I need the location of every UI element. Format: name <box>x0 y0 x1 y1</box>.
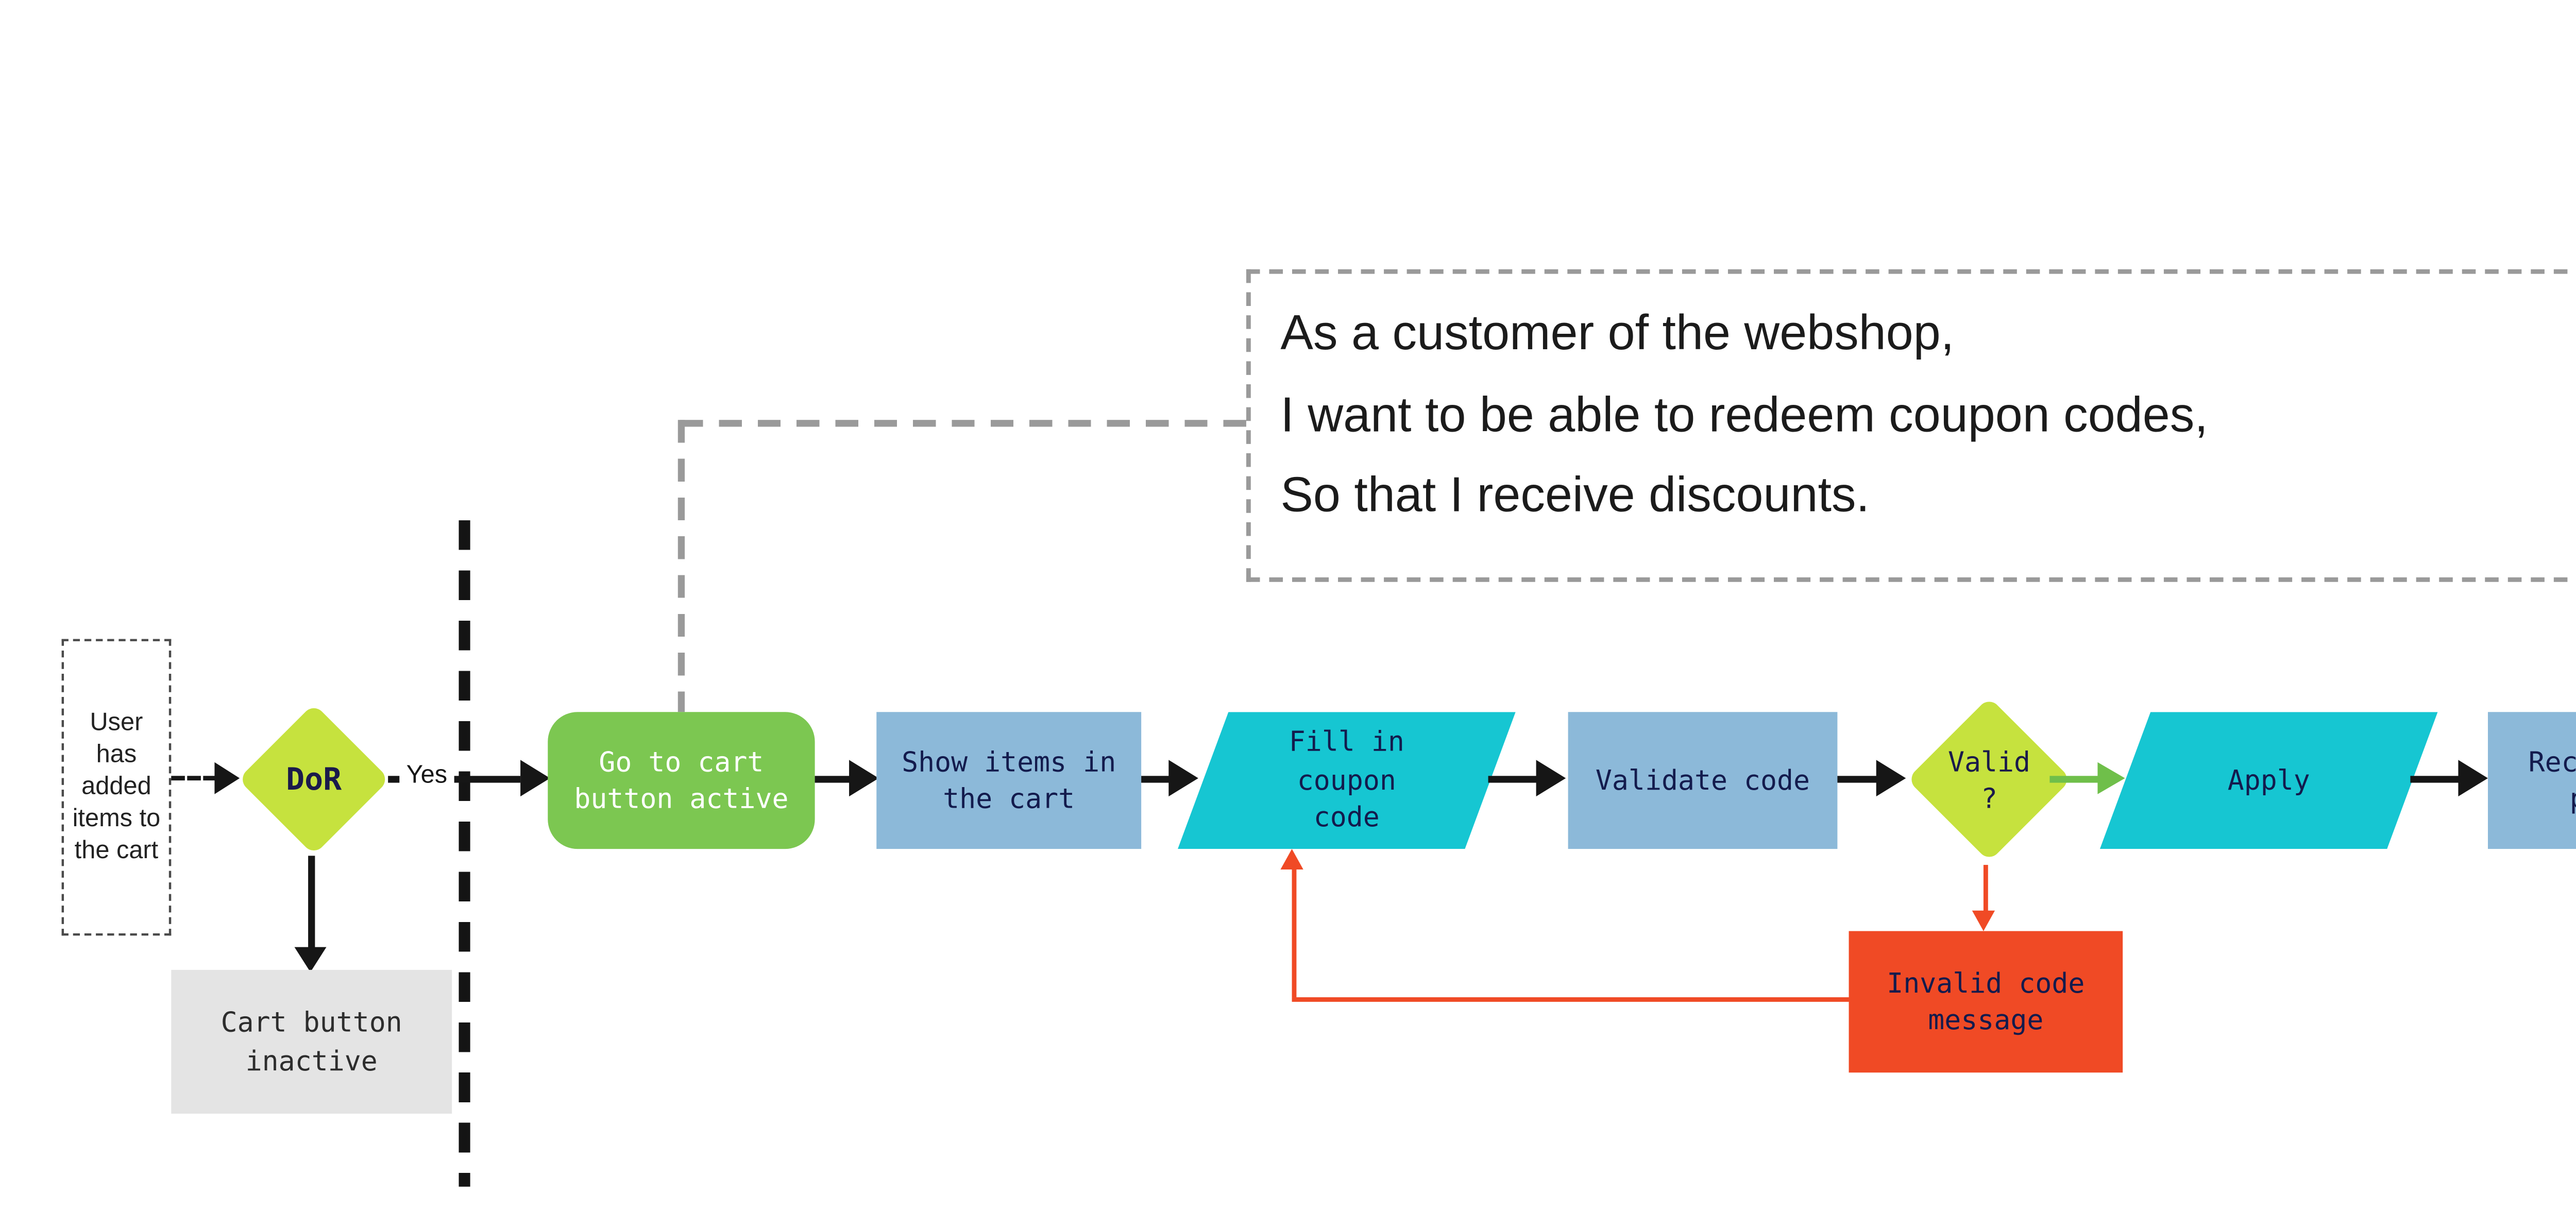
arrow-valid-no-line <box>1983 865 1988 913</box>
node-go-to-cart-button-active: Go to cart button active <box>548 712 815 849</box>
arrow-show-to-fill-line <box>1141 776 1171 783</box>
arrow-invalid-back-head <box>1280 849 1303 869</box>
arrow-show-to-fill-head <box>1168 760 1198 797</box>
arrow-dor-yes-head <box>520 760 550 797</box>
arrow-validate-to-valid-head <box>1876 760 1906 797</box>
arrow-fill-to-validate-line <box>1488 776 1539 783</box>
arrow-valid-yes-head <box>2097 761 2125 793</box>
user-story-line-1: As a customer of the webshop, <box>1280 305 1955 361</box>
arrow-valid-yes-line <box>2049 776 2100 783</box>
arrow-apply-to-recalc-head <box>2458 760 2488 797</box>
dashed-connector-left-horizontal <box>680 420 1246 426</box>
user-story-box: As a customer of the webshop, I want to … <box>1246 269 2576 582</box>
phase-divider-dashed-line <box>459 520 469 1187</box>
node-apply: Apply <box>2099 712 2438 849</box>
node-invalid-code-message: Invalid code message <box>1849 931 2123 1073</box>
arrow-valid-no-head <box>1972 910 1995 931</box>
node-dor-label: DoR <box>286 762 342 799</box>
arrow-precondition-to-dor-line <box>171 776 217 781</box>
arrow-precondition-to-dor-head <box>214 762 240 794</box>
arrow-invalid-back-horizontal <box>1292 997 1849 1002</box>
node-show-items-in-cart: Show items in the cart <box>876 712 1142 849</box>
arrow-invalid-back-vertical <box>1292 869 1297 998</box>
user-story-line-3: So that I receive discounts. <box>1280 468 1870 523</box>
arrow-dor-to-inactive-line <box>308 856 315 950</box>
arrow-validate-to-valid-line <box>1837 776 1879 783</box>
node-valid-label: Valid ? <box>1947 746 2031 815</box>
edge-label-yes: Yes <box>399 760 454 794</box>
arrow-cart-to-show-head <box>849 760 879 797</box>
arrow-apply-to-recalc-line <box>2410 776 2461 783</box>
dashed-connector-left-vertical <box>677 420 684 712</box>
node-validate-code: Validate code <box>1568 712 1838 849</box>
node-fill-in-coupon-code: Fill in coupon code <box>1178 712 1516 849</box>
arrow-fill-to-validate-head <box>1536 760 1566 797</box>
node-cart-button-inactive: Cart button inactive <box>171 969 452 1114</box>
node-precondition-note: User has added items to the cart <box>61 639 172 936</box>
arrow-dor-to-inactive-head <box>294 947 327 973</box>
node-recalculate-prices: Recalculate prices <box>2488 712 2576 849</box>
arrow-cart-to-show-line <box>815 776 852 783</box>
user-story-line-2: I want to be able to redeem coupon codes… <box>1280 386 2208 442</box>
